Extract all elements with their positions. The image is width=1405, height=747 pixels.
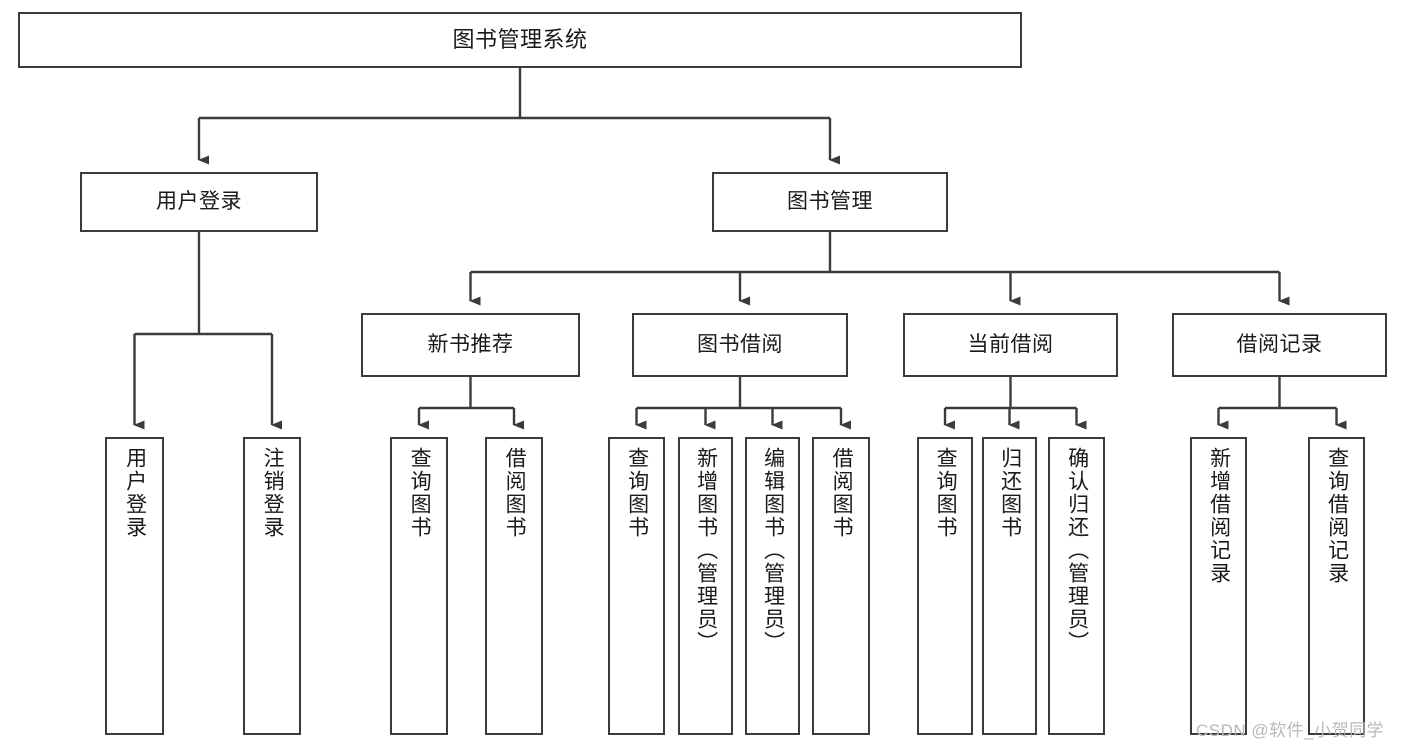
node-new-book-recommend-label: 新书推荐 bbox=[427, 332, 514, 356]
node-user-login[interactable]: 用户登录 bbox=[80, 172, 318, 232]
node-return-book[interactable]: 归还图书 bbox=[982, 437, 1037, 735]
node-borrow-book-1-label: 借阅图书 bbox=[503, 447, 527, 539]
node-confirm-return-admin-label: 确认归还（管理员） bbox=[1065, 447, 1089, 654]
node-query-borrow-record[interactable]: 查询借阅记录 bbox=[1308, 437, 1365, 735]
node-add-borrow-record-label: 新增借阅记录 bbox=[1207, 447, 1231, 585]
node-borrow-book-2[interactable]: 借阅图书 bbox=[812, 437, 870, 735]
node-query-borrow-record-label: 查询借阅记录 bbox=[1325, 447, 1349, 585]
node-query-book-3[interactable]: 查询图书 bbox=[917, 437, 973, 735]
node-new-book-recommend[interactable]: 新书推荐 bbox=[361, 313, 580, 377]
node-query-book-3-label: 查询图书 bbox=[934, 447, 958, 539]
node-user-login-leaf[interactable]: 用户登录 bbox=[105, 437, 164, 735]
node-user-login-label: 用户登录 bbox=[156, 189, 242, 213]
node-user-login-leaf-label: 用户登录 bbox=[123, 447, 147, 539]
node-logout-leaf-label: 注销登录 bbox=[261, 447, 285, 539]
node-query-book-2-label: 查询图书 bbox=[625, 447, 649, 539]
node-borrow-record-label: 借阅记录 bbox=[1236, 332, 1323, 356]
node-current-borrow[interactable]: 当前借阅 bbox=[903, 313, 1118, 377]
node-borrow-record[interactable]: 借阅记录 bbox=[1172, 313, 1387, 377]
node-root-system[interactable]: 图书管理系统 bbox=[18, 12, 1022, 68]
node-book-manage-label: 图书管理 bbox=[787, 189, 873, 213]
node-borrow-book-2-label: 借阅图书 bbox=[830, 447, 854, 539]
node-confirm-return-admin[interactable]: 确认归还（管理员） bbox=[1048, 437, 1105, 735]
node-query-book-2[interactable]: 查询图书 bbox=[608, 437, 665, 735]
csdn-watermark: CSDN @软件_小贺同学 bbox=[1196, 721, 1385, 740]
node-edit-book-admin-label: 编辑图书（管理员） bbox=[761, 447, 785, 654]
node-book-borrow[interactable]: 图书借阅 bbox=[632, 313, 848, 377]
node-edit-book-admin[interactable]: 编辑图书（管理员） bbox=[745, 437, 800, 735]
node-query-book-1-label: 查询图书 bbox=[408, 447, 432, 539]
node-add-book-admin[interactable]: 新增图书（管理员） bbox=[678, 437, 733, 735]
node-current-borrow-label: 当前借阅 bbox=[967, 332, 1054, 356]
node-add-borrow-record[interactable]: 新增借阅记录 bbox=[1190, 437, 1247, 735]
node-query-book-1[interactable]: 查询图书 bbox=[390, 437, 448, 735]
node-root-system-label: 图书管理系统 bbox=[452, 27, 588, 53]
node-book-borrow-label: 图书借阅 bbox=[697, 332, 783, 356]
node-borrow-book-1[interactable]: 借阅图书 bbox=[485, 437, 543, 735]
node-book-manage[interactable]: 图书管理 bbox=[712, 172, 948, 232]
node-return-book-label: 归还图书 bbox=[998, 447, 1022, 539]
node-add-book-admin-label: 新增图书（管理员） bbox=[694, 447, 718, 654]
node-logout-leaf[interactable]: 注销登录 bbox=[243, 437, 301, 735]
